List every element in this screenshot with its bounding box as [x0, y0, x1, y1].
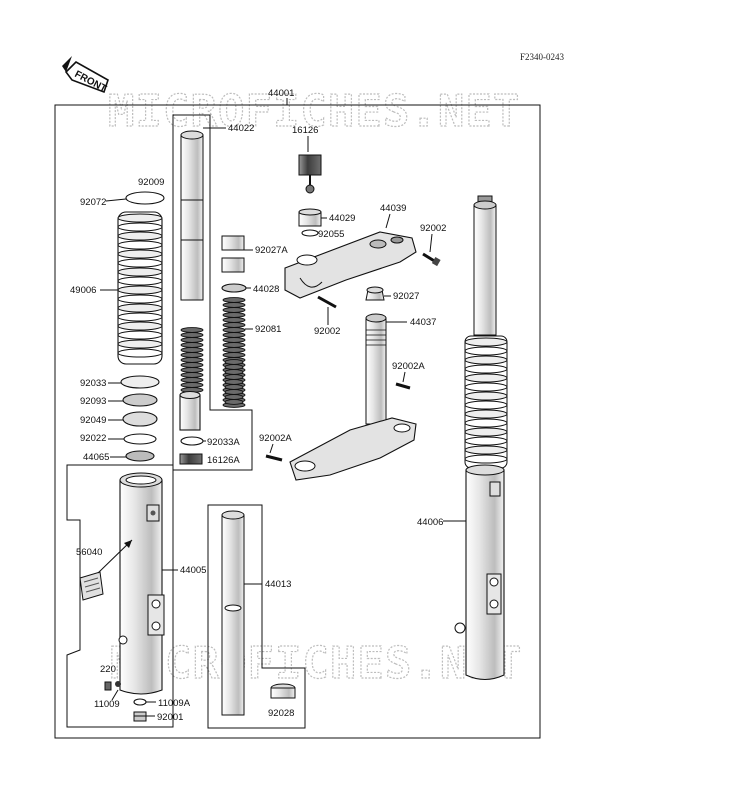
- callout-11009: 11009: [94, 699, 120, 710]
- callout-44006: 44006: [417, 517, 443, 528]
- callout-49006: 49006: [70, 285, 96, 296]
- bolt-92002A-right: [395, 382, 411, 390]
- callout-44022: 44022: [228, 123, 254, 134]
- watermark-bottom: MICROFICHES.NET: [110, 638, 522, 689]
- callout-44029: 44029: [329, 213, 355, 224]
- dust-boot: [117, 211, 163, 365]
- callout-44037: 44037: [410, 317, 436, 328]
- callout-92009: 92009: [138, 177, 164, 188]
- washer-92022: [123, 433, 157, 445]
- bolt-92002-mid: [317, 295, 337, 309]
- callout-92049: 92049: [80, 415, 106, 426]
- adjuster-44029: [298, 208, 322, 227]
- callout-92033: 92033: [80, 378, 106, 389]
- gasket-11009A: [133, 698, 147, 706]
- drain-screw: [104, 681, 121, 691]
- fork-assembly-right: [454, 195, 508, 681]
- callout-92027: 92027: [393, 291, 419, 302]
- top-cap-16126: [298, 154, 322, 194]
- callout-92072: 92072: [80, 197, 106, 208]
- bushing-44065: [125, 450, 155, 462]
- callout-56040: 56040: [76, 547, 102, 558]
- damper-rod: [180, 130, 204, 301]
- circlip: [125, 191, 165, 205]
- piston-ring-44028: [221, 283, 247, 293]
- drawing-code: F2340-0243: [520, 52, 565, 62]
- oil-seal-92049: [122, 411, 158, 427]
- callout-44028: 44028: [253, 284, 279, 295]
- callout-44013: 44013: [265, 579, 291, 590]
- callout-92002A-right: 92002A: [392, 361, 425, 372]
- outer-tube-left: [118, 472, 165, 695]
- callout-220: 220: [100, 664, 116, 675]
- outer-tube-kit-outline: [66, 464, 174, 728]
- callout-92001: 92001: [157, 712, 183, 723]
- ring-92033A: [180, 436, 204, 446]
- cap-92028: [270, 683, 296, 699]
- callout-92081: 92081: [255, 324, 281, 335]
- upper-bracket-44039: [284, 231, 417, 299]
- fork-spring-left: [180, 327, 204, 393]
- assembly-outline: [54, 104, 541, 739]
- oil-seal-ring: [120, 375, 160, 389]
- caution-label: [79, 571, 104, 601]
- callout-11009A: 11009A: [158, 698, 191, 709]
- bolt-92002A-left: [265, 454, 283, 462]
- callout-44001: 44001: [268, 88, 294, 99]
- bolt-92002-top: [422, 252, 441, 267]
- collar-92027A: [221, 235, 245, 273]
- callout-92002-mid: 92002: [314, 326, 340, 337]
- callout-16126A: 16126A: [207, 455, 240, 466]
- collar-92027: [365, 286, 385, 301]
- callout-92055: 92055: [318, 229, 344, 240]
- callout-92033A: 92033A: [207, 437, 240, 448]
- bushing-16126A: [179, 453, 203, 465]
- o-ring-92055: [301, 229, 319, 237]
- inner-tube: [221, 510, 245, 716]
- fork-spring-small: [224, 359, 244, 405]
- callout-16126: 16126: [292, 125, 318, 136]
- callout-92028: 92028: [268, 708, 294, 719]
- callout-44065: 44065: [83, 452, 109, 463]
- oil-lock-piece: [179, 394, 201, 431]
- front-arrow-icon: FRONT: [62, 56, 109, 95]
- callout-44005: 44005: [180, 565, 206, 576]
- callout-92022: 92022: [80, 433, 106, 444]
- inner-tube-kit-outline: [207, 504, 306, 729]
- washer-92093: [122, 393, 158, 407]
- bolt-92001: [133, 711, 147, 722]
- callout-92093: 92093: [80, 396, 106, 407]
- callout-92027A: 92027A: [255, 245, 288, 256]
- callout-92002A-left: 92002A: [259, 433, 292, 444]
- callout-92002-top: 92002: [420, 223, 446, 234]
- watermark-top: MICROFICHES.NET: [108, 86, 520, 137]
- callout-44039: 44039: [380, 203, 406, 214]
- steering-stem-44037: [289, 313, 417, 481]
